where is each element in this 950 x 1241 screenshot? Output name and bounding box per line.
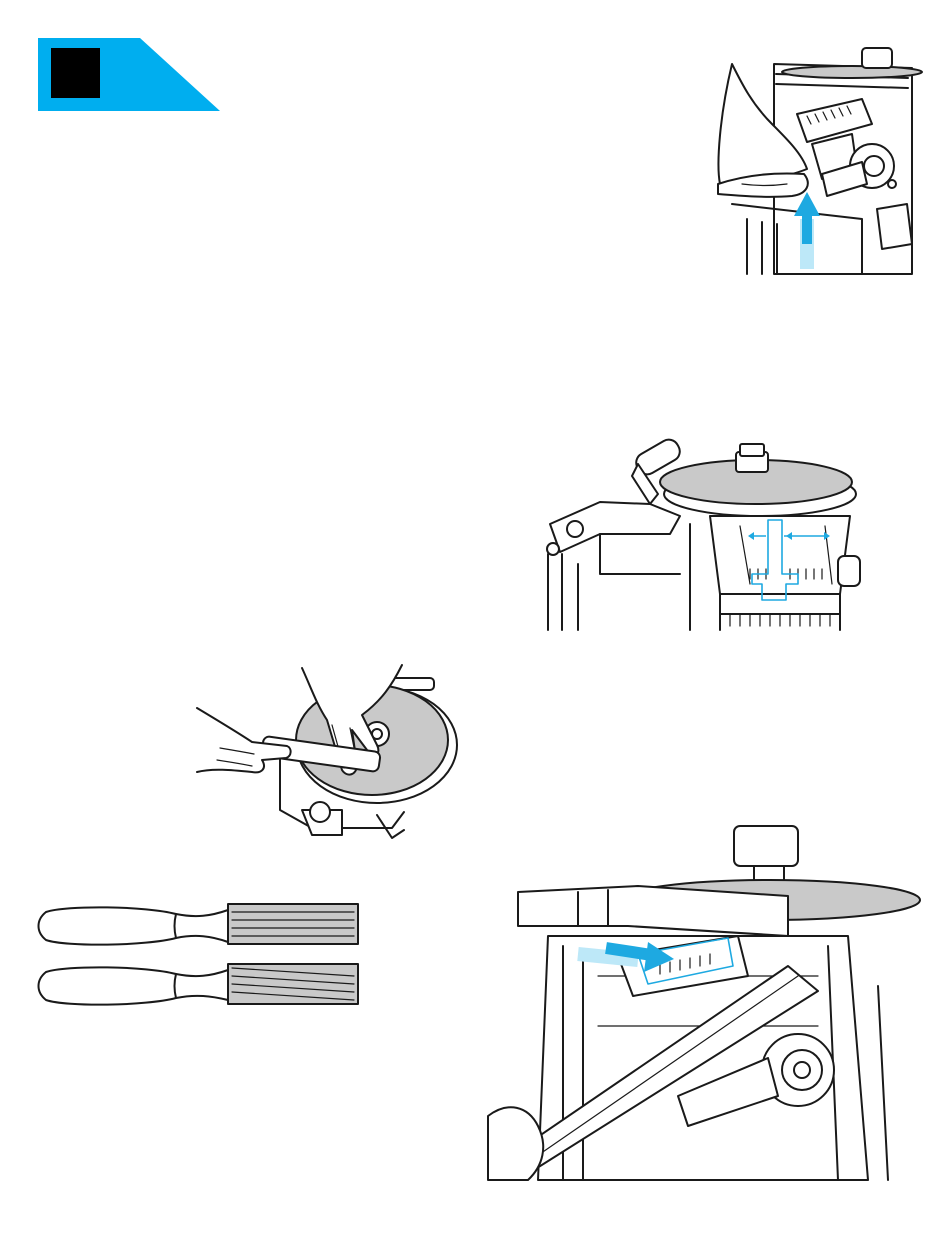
file-cleaning-illustration xyxy=(488,826,914,1180)
blade-clearance-illustration xyxy=(540,434,870,634)
cleaning-brushes-illustration xyxy=(36,900,366,1015)
lift-lever-illustration xyxy=(712,44,920,284)
step-banner xyxy=(38,38,220,111)
step-number-box xyxy=(51,48,100,98)
disc-cleaning-illustration xyxy=(192,660,462,845)
